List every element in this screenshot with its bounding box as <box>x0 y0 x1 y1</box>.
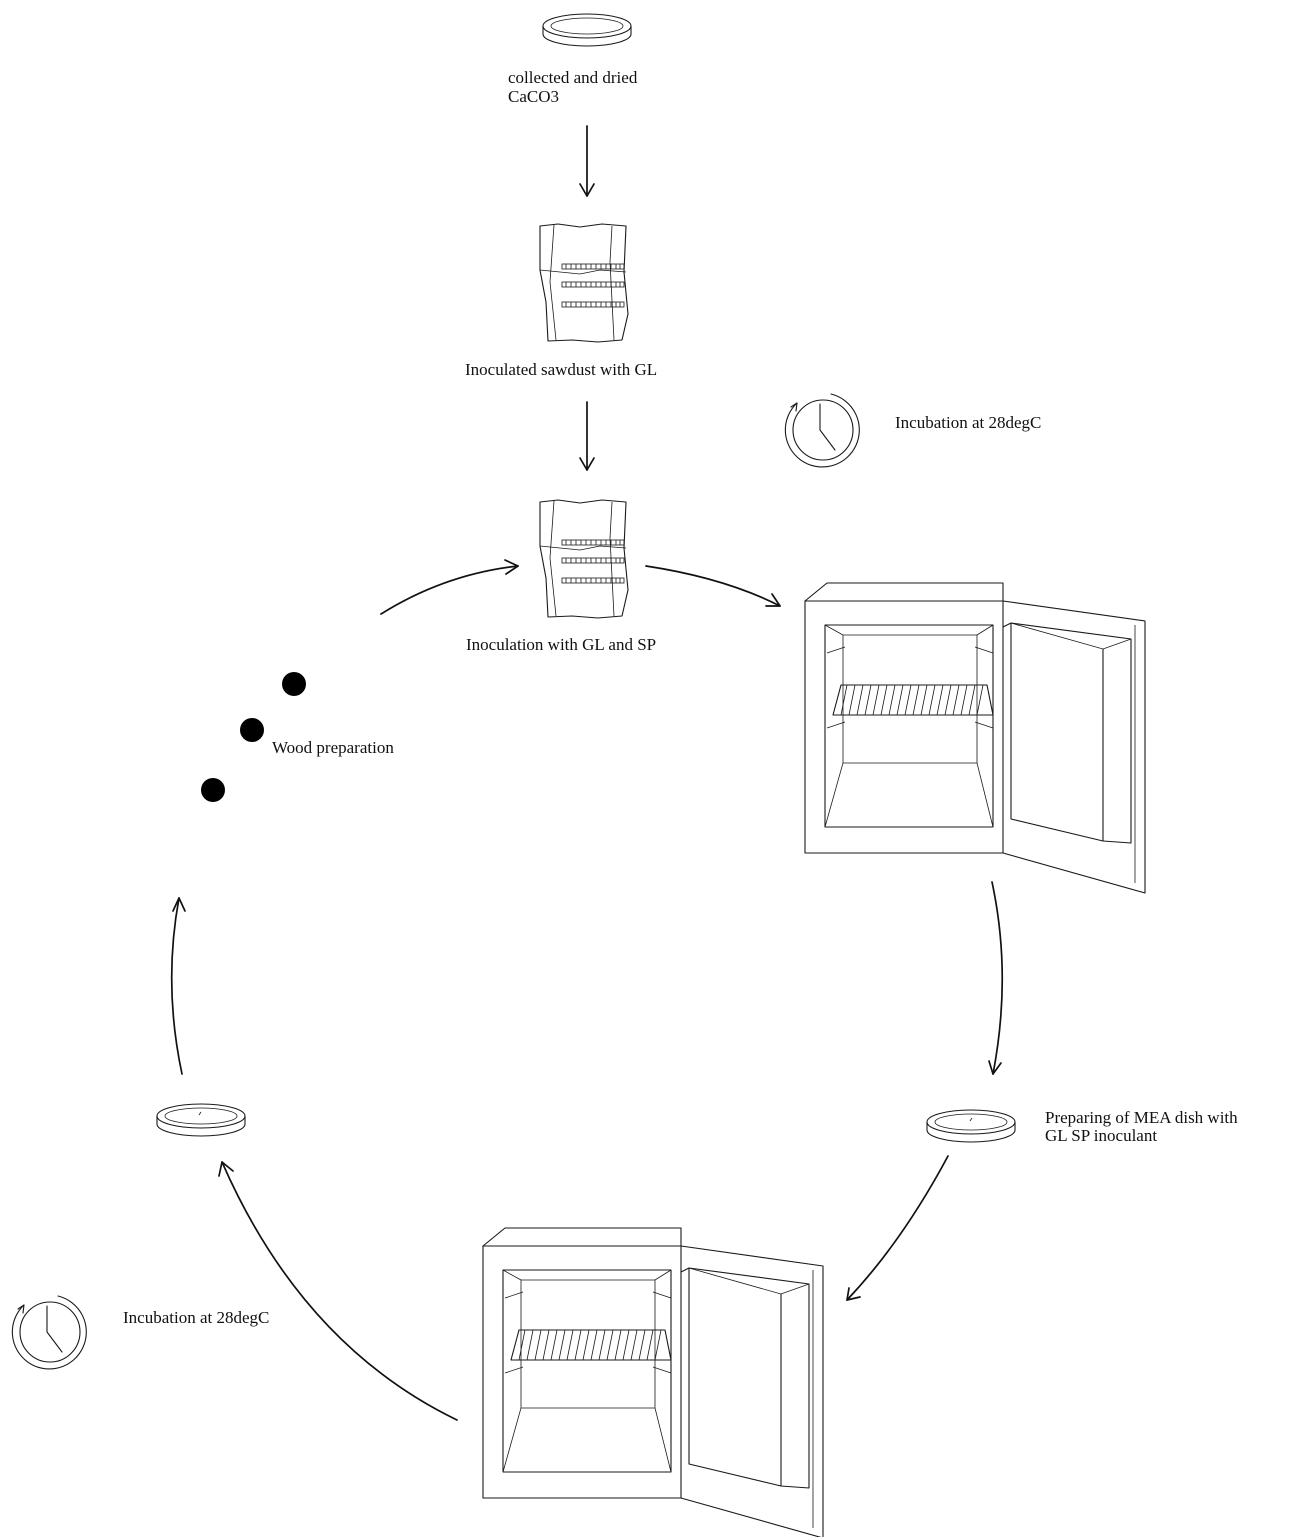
arrow-dish-to-fridge <box>847 1156 948 1300</box>
arrow-bag-to-fridge <box>646 566 780 606</box>
incubator-fridge-icon <box>805 583 1145 893</box>
arrow-fridge-to-dish <box>989 882 1002 1074</box>
arrow-down-1 <box>580 126 594 196</box>
label-inoculation: Inoculation with GL and SP <box>466 635 656 654</box>
label-mea-line1: Preparing of MEA dish with <box>1045 1108 1238 1127</box>
label-incubation-bottom: Incubation at 28degC <box>123 1308 269 1327</box>
sawdust-bag-icon <box>540 500 628 618</box>
sawdust-bag-icon <box>540 224 628 342</box>
arrow-down-2 <box>580 402 594 470</box>
clock-icon <box>12 1296 86 1369</box>
label-sawdust: Inoculated sawdust with GL <box>465 360 657 379</box>
arrow-fridge-to-dish-left <box>219 1162 457 1420</box>
label-collected-line1: collected and dried <box>508 68 637 87</box>
petri-dish-icon <box>543 14 631 46</box>
arrow-wood-to-bag <box>381 560 518 614</box>
label-incubation-top: Incubation at 28degC <box>895 413 1041 432</box>
label-mea-line2: GL SP inoculant <box>1045 1126 1157 1145</box>
dot-icon <box>201 672 306 802</box>
incubator-fridge-icon <box>483 1228 823 1537</box>
label-wood: Wood preparation <box>272 738 394 757</box>
petri-dish-icon <box>927 1110 1015 1142</box>
clock-icon <box>785 394 859 467</box>
petri-dish-icon <box>157 1104 245 1136</box>
label-collected-line2: CaCO3 <box>508 87 559 106</box>
arrow-dish-up <box>172 898 185 1074</box>
